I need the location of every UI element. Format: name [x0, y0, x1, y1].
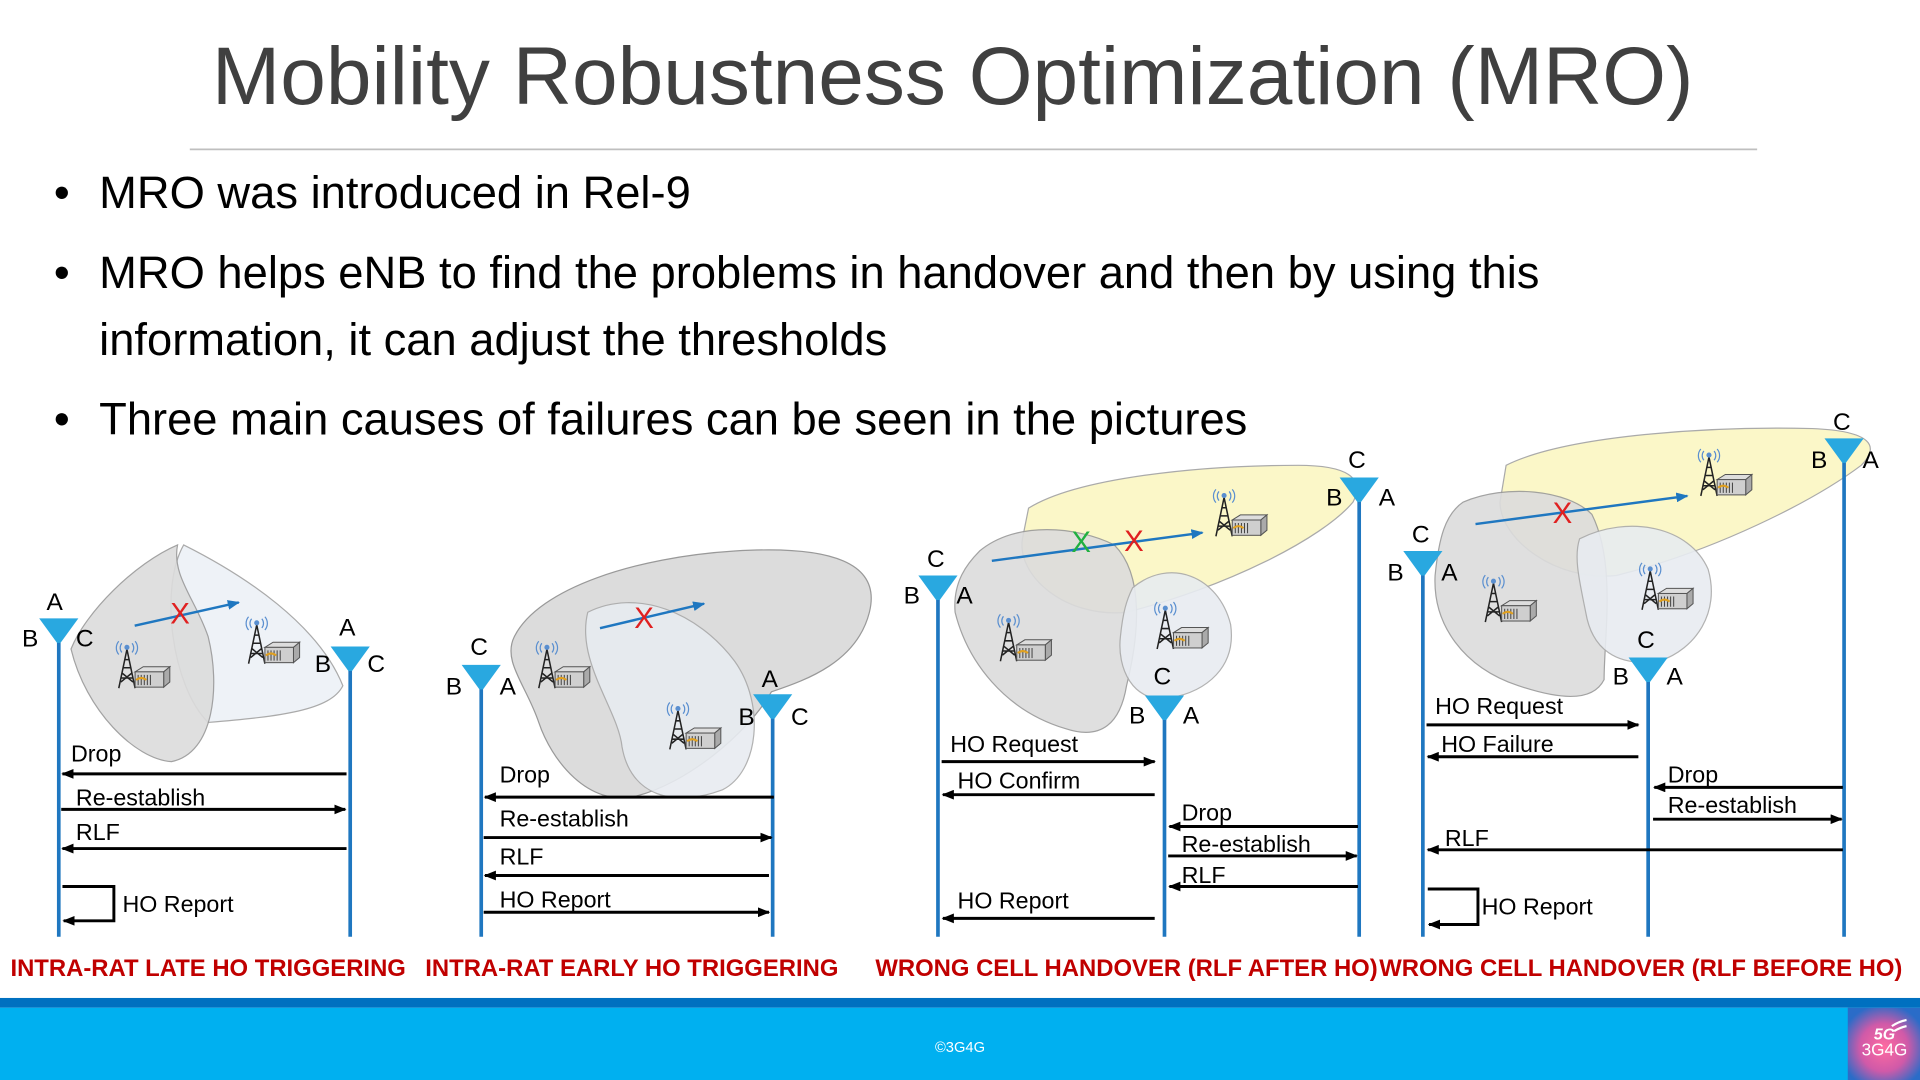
label-a: A [339, 615, 356, 642]
antenna-icon [1824, 438, 1864, 466]
failure-x-icon: X [634, 602, 654, 635]
message-label: HO Failure [1441, 731, 1553, 757]
bullet-list: • MRO was introduced in Rel-9 • MRO help… [54, 167, 1540, 445]
label-b: B [1129, 703, 1145, 730]
label-b: B [1811, 447, 1827, 474]
ue-path-arrow [991, 529, 1204, 563]
label-a: A [762, 666, 779, 693]
label-a: A [1183, 703, 1200, 730]
antenna-icon [1403, 551, 1443, 578]
message-label: RLF [76, 819, 120, 845]
label-a: A [1441, 559, 1458, 586]
failure-x-icon: X [1553, 497, 1573, 530]
logo-top: 5G [1874, 1027, 1895, 1044]
message-label: HO Report [500, 886, 612, 912]
label-b: B [22, 626, 38, 653]
diagram-caption: WRONG CELL HANDOVER (RLF BEFORE HO) [1379, 955, 1902, 982]
bullet-glyph: • [54, 247, 70, 298]
ue-path-arrow [134, 600, 240, 627]
diagram-early-ho: X C B A A B C Drop Re-establish RLF HO R… [425, 549, 872, 982]
message-label: Re-establish [1668, 792, 1797, 818]
label-a: A [1667, 663, 1684, 690]
label-c: C [470, 634, 488, 661]
cell-coverage-a [1434, 490, 1608, 697]
label-b: B [1326, 485, 1342, 512]
bullet-text: MRO helps eNB to find the problems in ha… [99, 247, 1539, 298]
bullet-glyph: • [54, 394, 70, 445]
message-label: Drop [71, 741, 121, 767]
message-label: Drop [1668, 761, 1718, 787]
footer-bar [0, 1007, 1920, 1080]
cell-coverage-target [585, 602, 755, 799]
antenna-icon [1144, 695, 1185, 723]
label-c: C [791, 704, 809, 731]
label-b: B [738, 704, 754, 731]
label-a: A [500, 673, 517, 700]
diagram-caption: INTRA-RAT EARLY HO TRIGGERING [425, 955, 838, 982]
label-b: B [1387, 559, 1403, 586]
brand-logo: 5G 3G4G [1847, 1007, 1920, 1080]
message-label: RLF [500, 843, 544, 869]
footer-copyright: ©3G4G [935, 1040, 985, 1056]
success-x-icon: X [1071, 526, 1091, 559]
message-label: Re-establish [1182, 831, 1311, 857]
bullet-glyph: • [54, 167, 70, 218]
label-c: C [927, 546, 945, 573]
ue-path-arrow [1475, 492, 1689, 526]
message-label: Re-establish [500, 806, 629, 832]
antenna-icon [330, 646, 370, 674]
label-c: C [1637, 627, 1655, 654]
cell-coverage-source [70, 543, 215, 763]
diagram-wrong-cell-before: X C B A C B A C B A HO Request HO Failur… [1379, 409, 1902, 982]
message-label: RLF [1445, 825, 1489, 851]
ue-path-arrow [599, 601, 706, 630]
failure-x-icon: X [1124, 525, 1144, 558]
message-label: Drop [1182, 799, 1232, 825]
diagram-caption: INTRA-RAT LATE HO TRIGGERING [10, 955, 405, 982]
label-b: B [446, 673, 462, 700]
label-c: C [1412, 521, 1430, 548]
diagram-wrong-cell-after: X X C B A C B A C B A HO Request HO Conf… [875, 447, 1395, 982]
message-label: Drop [500, 761, 550, 787]
failure-x-icon: X [170, 597, 190, 630]
message-label: RLF [1182, 862, 1226, 888]
message-label: HO Report [1482, 894, 1594, 920]
label-a: A [1379, 485, 1396, 512]
antenna-icon [461, 664, 501, 692]
label-c: C [1153, 663, 1171, 690]
message-label: HO Report [958, 888, 1070, 914]
antenna-icon [39, 618, 79, 646]
label-b: B [904, 583, 920, 610]
label-c: C [76, 626, 94, 653]
antenna-icon [1628, 657, 1668, 685]
bullet-text: MRO was introduced in Rel-9 [99, 167, 691, 218]
cell-coverage-a [954, 529, 1138, 733]
label-b: B [1613, 663, 1629, 690]
bullet-text: information, it can adjust the threshold… [99, 314, 887, 365]
footer-strip [0, 997, 1920, 1008]
page-title: Mobility Robustness Optimization (MRO) [212, 31, 1694, 122]
message-label: HO Request [1435, 693, 1563, 719]
message-label: HO Request [950, 731, 1078, 757]
label-b: B [315, 651, 331, 678]
label-c: C [367, 651, 385, 678]
message-label: HO Confirm [958, 768, 1081, 794]
label-c: C [1833, 409, 1851, 436]
message-label: Re-establish [76, 785, 205, 811]
label-a: A [47, 589, 64, 616]
diagram-caption: WRONG CELL HANDOVER (RLF AFTER HO) [875, 955, 1377, 982]
bullet-text: Three main causes of failures can be see… [99, 394, 1247, 445]
message-label: HO Report [122, 891, 234, 917]
antenna-icon [1339, 477, 1379, 505]
label-a: A [956, 583, 973, 610]
logo-bottom: 3G4G [1862, 1040, 1908, 1060]
label-a: A [1862, 447, 1879, 474]
antenna-icon [918, 575, 958, 603]
diagram-late-ho: X A B C A B C Drop Re-establish RLF HO R… [10, 543, 406, 982]
label-c: C [1348, 447, 1366, 474]
cell-coverage-b [1576, 525, 1712, 663]
antenna-icon [753, 694, 793, 722]
